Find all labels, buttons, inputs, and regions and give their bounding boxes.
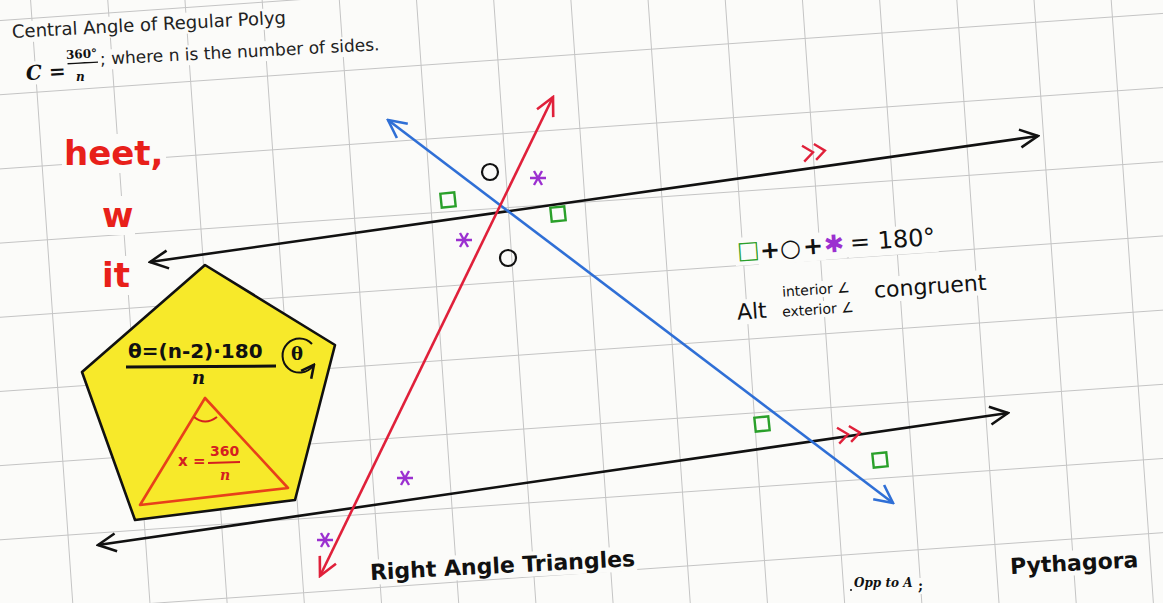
angle-mark [397, 471, 413, 485]
label-holder: Pythagora [1007, 547, 1141, 579]
angle-symbol: θ [291, 344, 303, 365]
parallel-mark [837, 425, 861, 444]
angle-symbol: ✱ [821, 230, 847, 259]
formula-text: ; [916, 578, 925, 594]
slide-text: heet, [62, 134, 166, 173]
formula-denominator: n [220, 467, 230, 483]
section-heading: Pythagora [1007, 547, 1141, 579]
text-holder: n [220, 465, 230, 484]
angle-mark [550, 206, 565, 221]
note-text: ; where n is the number of sides. [97, 35, 381, 69]
label-holder: w [100, 196, 135, 235]
label-holder: n [74, 66, 87, 85]
note-text: exterior ∠ [779, 299, 856, 320]
triangle-shape-polygon [140, 398, 288, 505]
label-holder: ✱ [821, 230, 847, 259]
text-holder: θ [291, 344, 303, 365]
formula-numerator: 360 [210, 443, 239, 459]
angle-mark [482, 164, 498, 180]
pentagon-shape: θ=(n-2)·180 n θ x = 360 n [80, 262, 338, 524]
label-holder: = 180° [847, 224, 938, 258]
label-holder: it [100, 256, 132, 295]
parallel-line [150, 136, 1038, 262]
label-holder: 360° [64, 42, 100, 63]
formula-text: θ=(n-2)·180 [128, 340, 263, 363]
note-text: interior ∠ [779, 279, 852, 300]
formula-numerator: Opp to A [852, 577, 914, 591]
text-holder: 360 [210, 441, 239, 460]
formula-text: x = [178, 453, 205, 470]
angle-mark [317, 533, 333, 547]
angle-arc [283, 339, 313, 373]
angle-mark [530, 171, 546, 185]
label-holder: Opp to A [852, 572, 914, 591]
fraction-bar [208, 462, 240, 463]
label-holder: Central Angle of Regular Polyg [9, 7, 288, 42]
heading-text: Central Angle of Regular Polyg [9, 7, 288, 42]
label-holder: heet, [62, 134, 166, 173]
label-holder: ; where n is the number of sides. [97, 35, 381, 69]
angle-arc [194, 417, 217, 422]
equation-text: = 180° [847, 224, 938, 258]
section-heading: Right Angle Triangles [367, 546, 637, 585]
transversal-line [320, 97, 553, 576]
fraction-bar [126, 366, 276, 367]
slide-text: w [100, 196, 135, 235]
note-text: congruent [871, 270, 989, 303]
angle-mark [872, 452, 887, 467]
label-holder: Alt [734, 298, 769, 326]
label-holder: Right Angle Triangles [367, 546, 637, 585]
angle-mark [500, 250, 516, 266]
angle-mark [456, 233, 472, 247]
triangle-shape: x = 360 n [138, 395, 292, 509]
label-holder: interior ∠ [779, 277, 852, 301]
angle-mark [754, 416, 769, 431]
formula-denominator: n [192, 368, 205, 389]
label-holder: congruent [871, 270, 989, 303]
transversal-line [388, 120, 893, 503]
text-holder: n [192, 368, 205, 389]
angle-mark [440, 192, 455, 207]
label-holder: ; [916, 576, 925, 595]
formula-denominator: n [74, 71, 87, 85]
pentagon-shape-polygon [82, 265, 335, 520]
formula-text: C = [23, 60, 68, 85]
parallel-mark [802, 143, 826, 162]
slide-text: it [100, 256, 132, 295]
text-holder: θ=(n-2)·180 [128, 340, 263, 363]
text-holder: x = [178, 451, 205, 470]
note-text: Alt [734, 298, 769, 326]
formula-numerator: 360° [64, 47, 100, 63]
label-holder: exterior ∠ [779, 297, 856, 321]
label-holder: C = [23, 60, 68, 85]
